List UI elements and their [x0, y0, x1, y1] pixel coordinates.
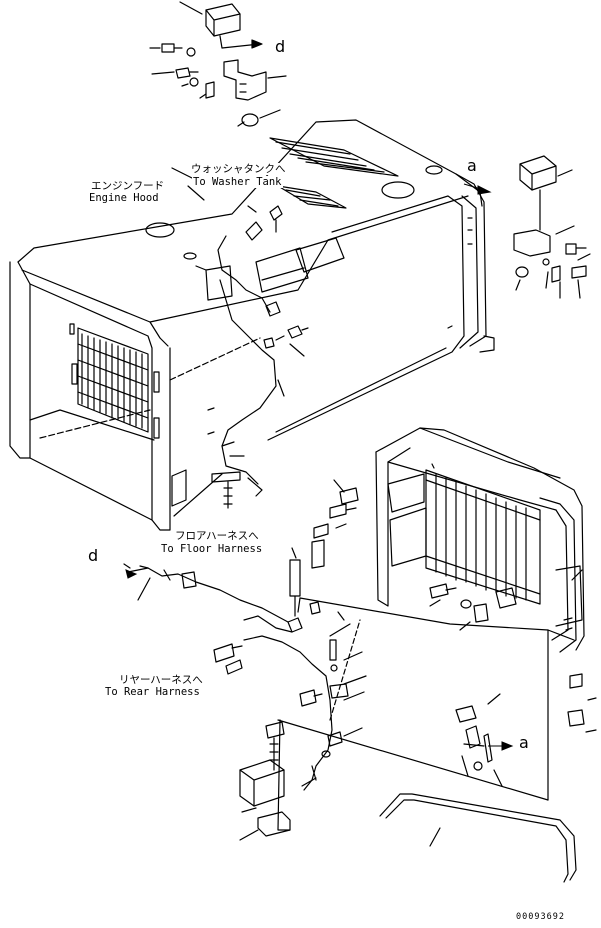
marker-a-top: a [467, 156, 477, 175]
washer-tank-label-en: To Washer Tank [192, 176, 283, 188]
rear-harness-label-jp: リヤーハーネスへ [118, 674, 204, 686]
rear-harness-label-en: To Rear Harness [104, 686, 201, 698]
top-lamp-assembly [150, 2, 286, 126]
marker-d-left: d [88, 546, 99, 565]
grab-handle [380, 794, 576, 882]
engine-hood-label-jp: エンジンフード [90, 180, 166, 192]
arrow-markers [126, 184, 512, 750]
engine-hood [10, 120, 494, 530]
leader-lines [124, 168, 500, 786]
marker-d-top: d [275, 37, 286, 56]
rear-hood [278, 428, 584, 830]
washer-tank-label-jp: ウォッシャタンクへ [190, 163, 287, 175]
right-lamp-assembly [514, 156, 590, 298]
floor-harness-label-jp: フロアハーネスへ [174, 530, 260, 542]
engine-hood-label-en: Engine Hood [88, 192, 160, 204]
drawing-code: 00093692 [516, 912, 565, 922]
floor-harness-label-en: To Floor Harness [160, 543, 264, 555]
lower-harness [128, 488, 596, 840]
upper-harness [196, 206, 308, 508]
marker-a-bottom: a [519, 733, 529, 752]
